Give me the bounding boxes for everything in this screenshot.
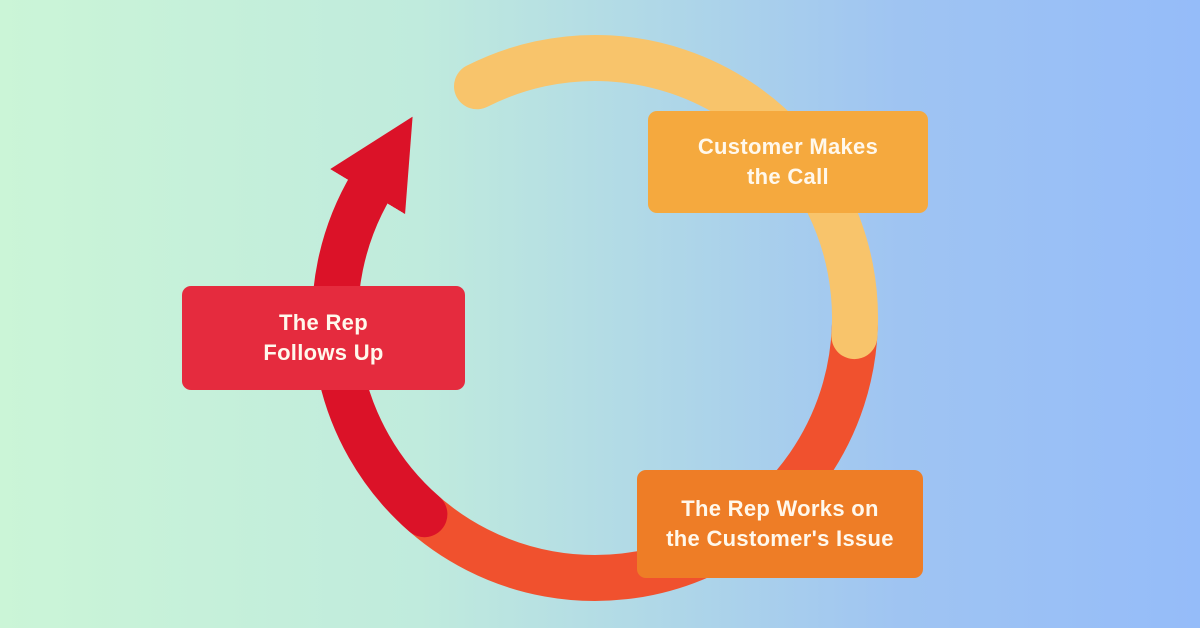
step-label-rep-follows-up: The Rep Follows Up — [263, 310, 384, 365]
step-label-rep-works-issue: The Rep Works on the Customer's Issue — [666, 496, 894, 551]
step-box-rep-works-issue: The Rep Works on the Customer's Issue — [637, 470, 923, 578]
arc-segment-yellow — [454, 34, 878, 360]
step-box-customer-makes-call: Customer Makes the Call — [648, 111, 928, 213]
step-box-rep-follows-up: The Rep Follows Up — [182, 286, 465, 390]
step-label-customer-makes-call: Customer Makes the Call — [697, 134, 879, 189]
